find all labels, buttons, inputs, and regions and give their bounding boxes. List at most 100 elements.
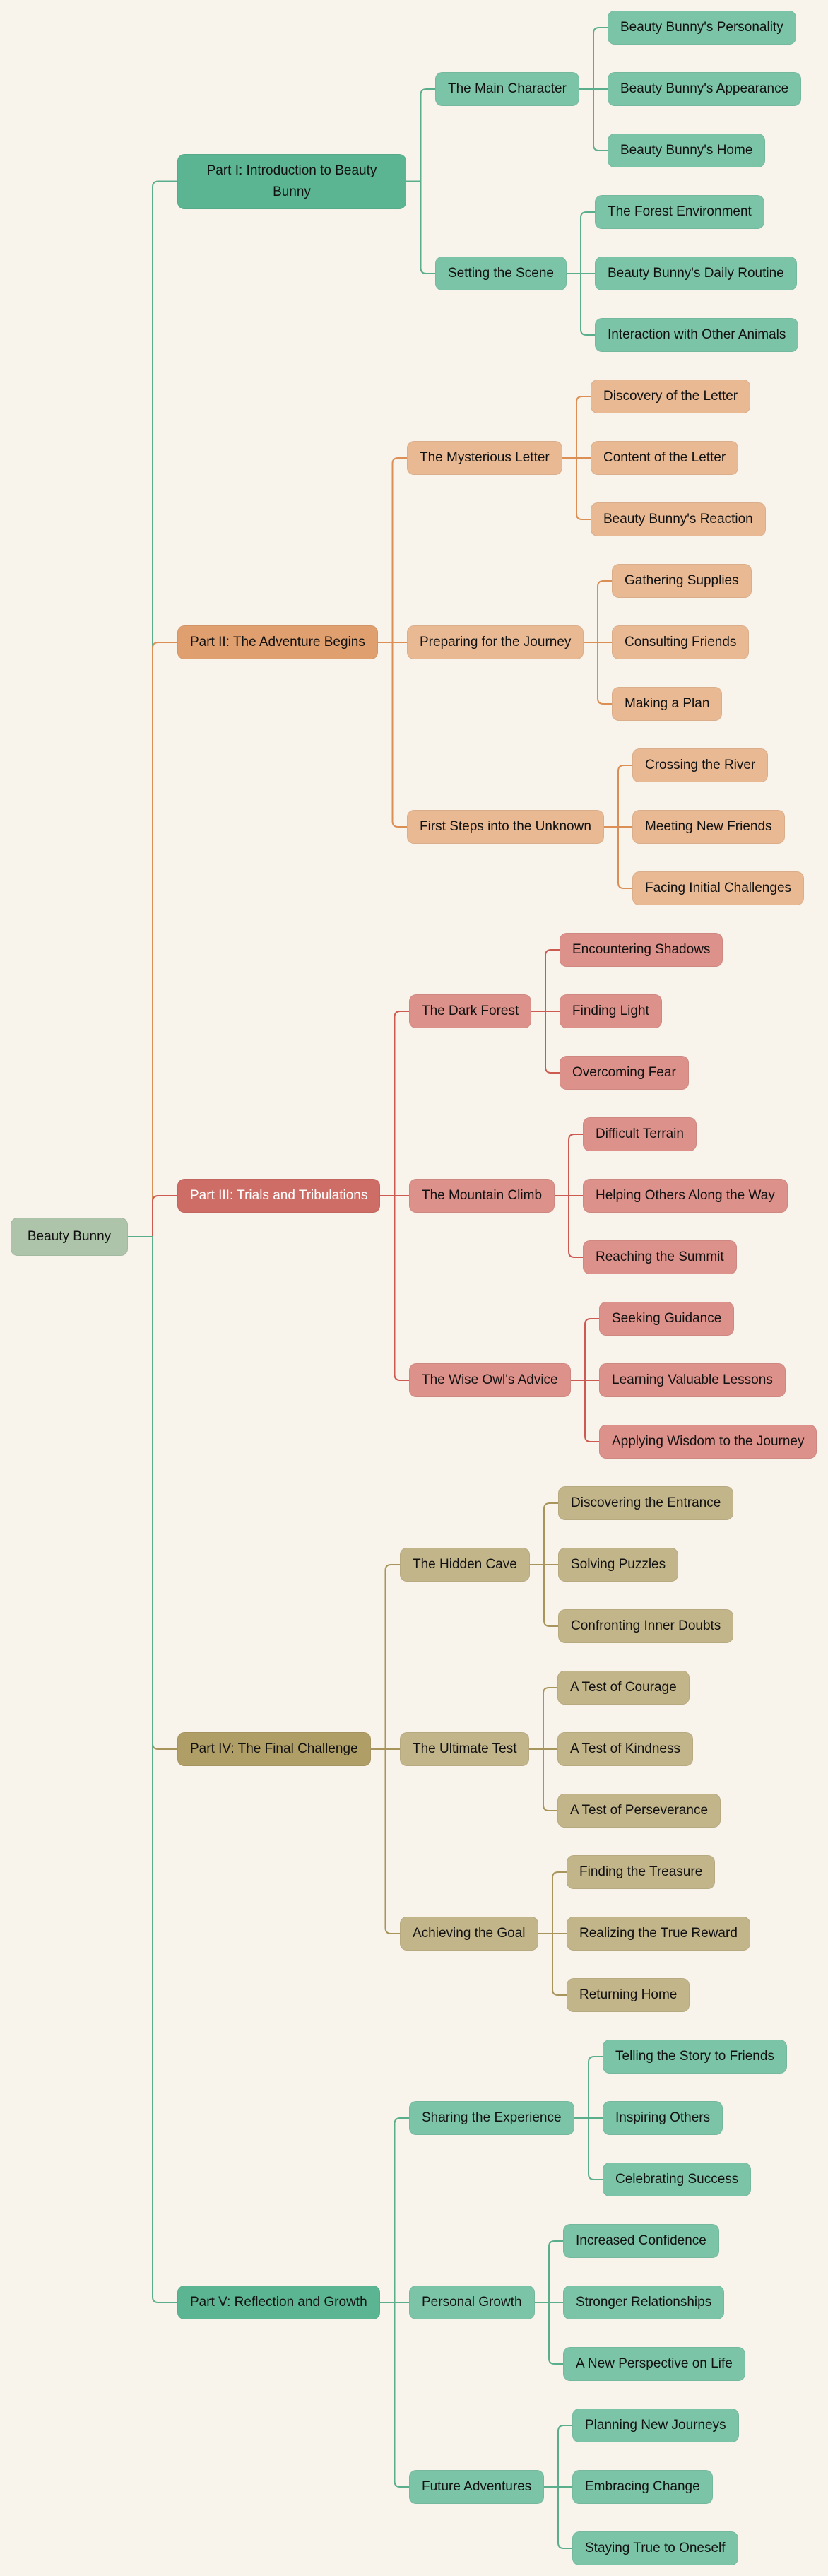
connector-line xyxy=(530,1564,558,1627)
connector-line xyxy=(604,765,632,828)
leaf-facing-initial-challenges[interactable]: Facing Initial Challenges xyxy=(632,871,805,905)
topic-the-dark-forest[interactable]: The Dark Forest xyxy=(409,994,532,1028)
topic-the-mysterious-letter[interactable]: The Mysterious Letter xyxy=(407,441,562,475)
leaf-beauty-bunny-s-personality[interactable]: Beauty Bunny's Personality xyxy=(608,11,796,45)
connector-line xyxy=(529,1748,557,1811)
connector-line xyxy=(371,1748,400,1934)
topic-preparing-for-the-journey[interactable]: Preparing for the Journey xyxy=(407,625,584,659)
connector-line xyxy=(530,1502,558,1565)
connector-line xyxy=(555,1134,583,1196)
leaf-interaction-with-other-animals[interactable]: Interaction with Other Animals xyxy=(595,318,799,352)
leaf-beauty-bunny-s-home[interactable]: Beauty Bunny's Home xyxy=(608,134,766,167)
topic-the-hidden-cave[interactable]: The Hidden Cave xyxy=(400,1548,530,1582)
leaf-discovering-the-entrance[interactable]: Discovering the Entrance xyxy=(558,1486,734,1520)
topic-the-ultimate-test[interactable]: The Ultimate Test xyxy=(400,1732,530,1766)
connector-line xyxy=(604,826,632,889)
leaf-finding-the-treasure[interactable]: Finding the Treasure xyxy=(567,1855,716,1889)
connector-line xyxy=(380,2302,409,2488)
branch-part-ii-the-adventure-begins[interactable]: Part II: The Adventure Begins xyxy=(177,625,378,659)
leaf-content-of-the-letter[interactable]: Content of the Letter xyxy=(591,441,739,475)
connector-line xyxy=(584,642,612,705)
branch-part-iv-the-final-challenge[interactable]: Part IV: The Final Challenge xyxy=(177,1732,371,1766)
topic-the-main-character[interactable]: The Main Character xyxy=(435,72,579,106)
topic-the-wise-owl-s-advice[interactable]: The Wise Owl's Advice xyxy=(409,1363,571,1397)
connector-line xyxy=(378,457,407,643)
connector-line xyxy=(378,642,407,828)
leaf-returning-home[interactable]: Returning Home xyxy=(567,1978,690,2012)
connector-line xyxy=(544,2486,572,2549)
connector-line xyxy=(380,2117,409,2303)
leaf-applying-wisdom-to-the-journey[interactable]: Applying Wisdom to the Journey xyxy=(599,1425,817,1459)
connector-line xyxy=(574,2117,603,2180)
connector-line xyxy=(571,1318,599,1381)
connector-line xyxy=(567,211,595,274)
leaf-gathering-supplies[interactable]: Gathering Supplies xyxy=(612,564,752,598)
leaf-meeting-new-friends[interactable]: Meeting New Friends xyxy=(632,810,785,844)
topic-first-steps-into-the-unknown[interactable]: First Steps into the Unknown xyxy=(407,810,604,844)
leaf-crossing-the-river[interactable]: Crossing the River xyxy=(632,748,769,782)
topic-achieving-the-goal[interactable]: Achieving the Goal xyxy=(400,1917,538,1951)
leaf-inspiring-others[interactable]: Inspiring Others xyxy=(603,2101,723,2135)
connector-line xyxy=(535,2240,563,2303)
leaf-seeking-guidance[interactable]: Seeking Guidance xyxy=(599,1302,735,1336)
branch-part-v-reflection-and-growth[interactable]: Part V: Reflection and Growth xyxy=(177,2286,380,2319)
leaf-helping-others-along-the-way[interactable]: Helping Others Along the Way xyxy=(583,1179,788,1213)
connector-line xyxy=(371,1564,400,1750)
connector-line xyxy=(584,580,612,643)
leaf-planning-new-journeys[interactable]: Planning New Journeys xyxy=(572,2409,739,2442)
topic-future-adventures[interactable]: Future Adventures xyxy=(409,2470,545,2504)
leaf-finding-light[interactable]: Finding Light xyxy=(560,994,662,1028)
connector-line xyxy=(380,1011,409,1196)
connector-line xyxy=(567,273,595,336)
leaf-difficult-terrain[interactable]: Difficult Terrain xyxy=(583,1117,697,1151)
leaf-increased-confidence[interactable]: Increased Confidence xyxy=(563,2224,719,2258)
leaf-the-forest-environment[interactable]: The Forest Environment xyxy=(595,195,764,229)
topic-setting-the-scene[interactable]: Setting the Scene xyxy=(435,257,567,290)
branch-part-iii-trials-and-tribulations[interactable]: Part III: Trials and Tribulations xyxy=(177,1179,381,1213)
connector-line xyxy=(406,180,435,274)
topic-personal-growth[interactable]: Personal Growth xyxy=(409,2286,535,2319)
leaf-learning-valuable-lessons[interactable]: Learning Valuable Lessons xyxy=(599,1363,786,1397)
leaf-telling-the-story-to-friends[interactable]: Telling the Story to Friends xyxy=(603,2040,787,2074)
topic-sharing-the-experience[interactable]: Sharing the Experience xyxy=(409,2101,574,2135)
leaf-consulting-friends[interactable]: Consulting Friends xyxy=(612,625,750,659)
connector-line xyxy=(538,1933,567,1996)
leaf-a-new-perspective-on-life[interactable]: A New Perspective on Life xyxy=(563,2347,745,2381)
root-node[interactable]: Beauty Bunny xyxy=(11,1218,128,1256)
connector-line xyxy=(562,457,591,520)
leaf-confronting-inner-doubts[interactable]: Confronting Inner Doubts xyxy=(558,1609,734,1643)
leaf-beauty-bunny-s-daily-routine[interactable]: Beauty Bunny's Daily Routine xyxy=(595,257,797,290)
leaf-a-test-of-courage[interactable]: A Test of Courage xyxy=(557,1671,690,1705)
leaf-reaching-the-summit[interactable]: Reaching the Summit xyxy=(583,1240,737,1274)
connector-line xyxy=(535,2302,563,2365)
connector-line xyxy=(128,642,177,1237)
leaf-staying-true-to-oneself[interactable]: Staying True to Oneself xyxy=(572,2531,738,2565)
connector-line xyxy=(579,27,608,90)
leaf-making-a-plan[interactable]: Making a Plan xyxy=(612,687,723,721)
leaf-encountering-shadows[interactable]: Encountering Shadows xyxy=(560,933,723,967)
branch-part-i-introduction-to-beauty-bunny[interactable]: Part I: Introduction to Beauty Bunny xyxy=(177,153,406,209)
connector-line xyxy=(562,396,591,459)
connector-line xyxy=(555,1195,583,1258)
leaf-beauty-bunny-s-appearance[interactable]: Beauty Bunny's Appearance xyxy=(608,72,802,106)
connector-line xyxy=(579,88,608,151)
leaf-embracing-change[interactable]: Embracing Change xyxy=(572,2470,713,2504)
connector-line xyxy=(128,1195,177,1237)
leaf-a-test-of-perseverance[interactable]: A Test of Perseverance xyxy=(557,1794,721,1828)
connector-line xyxy=(571,1380,599,1442)
topic-the-mountain-climb[interactable]: The Mountain Climb xyxy=(409,1179,555,1213)
connector-line xyxy=(380,1195,409,1381)
leaf-discovery-of-the-letter[interactable]: Discovery of the Letter xyxy=(591,380,751,413)
leaf-solving-puzzles[interactable]: Solving Puzzles xyxy=(558,1548,679,1582)
connector-line xyxy=(128,1236,177,2303)
leaf-overcoming-fear[interactable]: Overcoming Fear xyxy=(560,1056,689,1090)
leaf-realizing-the-true-reward[interactable]: Realizing the True Reward xyxy=(567,1917,750,1951)
connector-line xyxy=(406,88,435,182)
leaf-stronger-relationships[interactable]: Stronger Relationships xyxy=(563,2286,725,2319)
connector-line xyxy=(529,1687,557,1750)
leaf-beauty-bunny-s-reaction[interactable]: Beauty Bunny's Reaction xyxy=(591,502,766,536)
leaf-a-test-of-kindness[interactable]: A Test of Kindness xyxy=(557,1732,693,1766)
leaf-celebrating-success[interactable]: Celebrating Success xyxy=(603,2163,752,2196)
connector-line xyxy=(531,949,560,1012)
